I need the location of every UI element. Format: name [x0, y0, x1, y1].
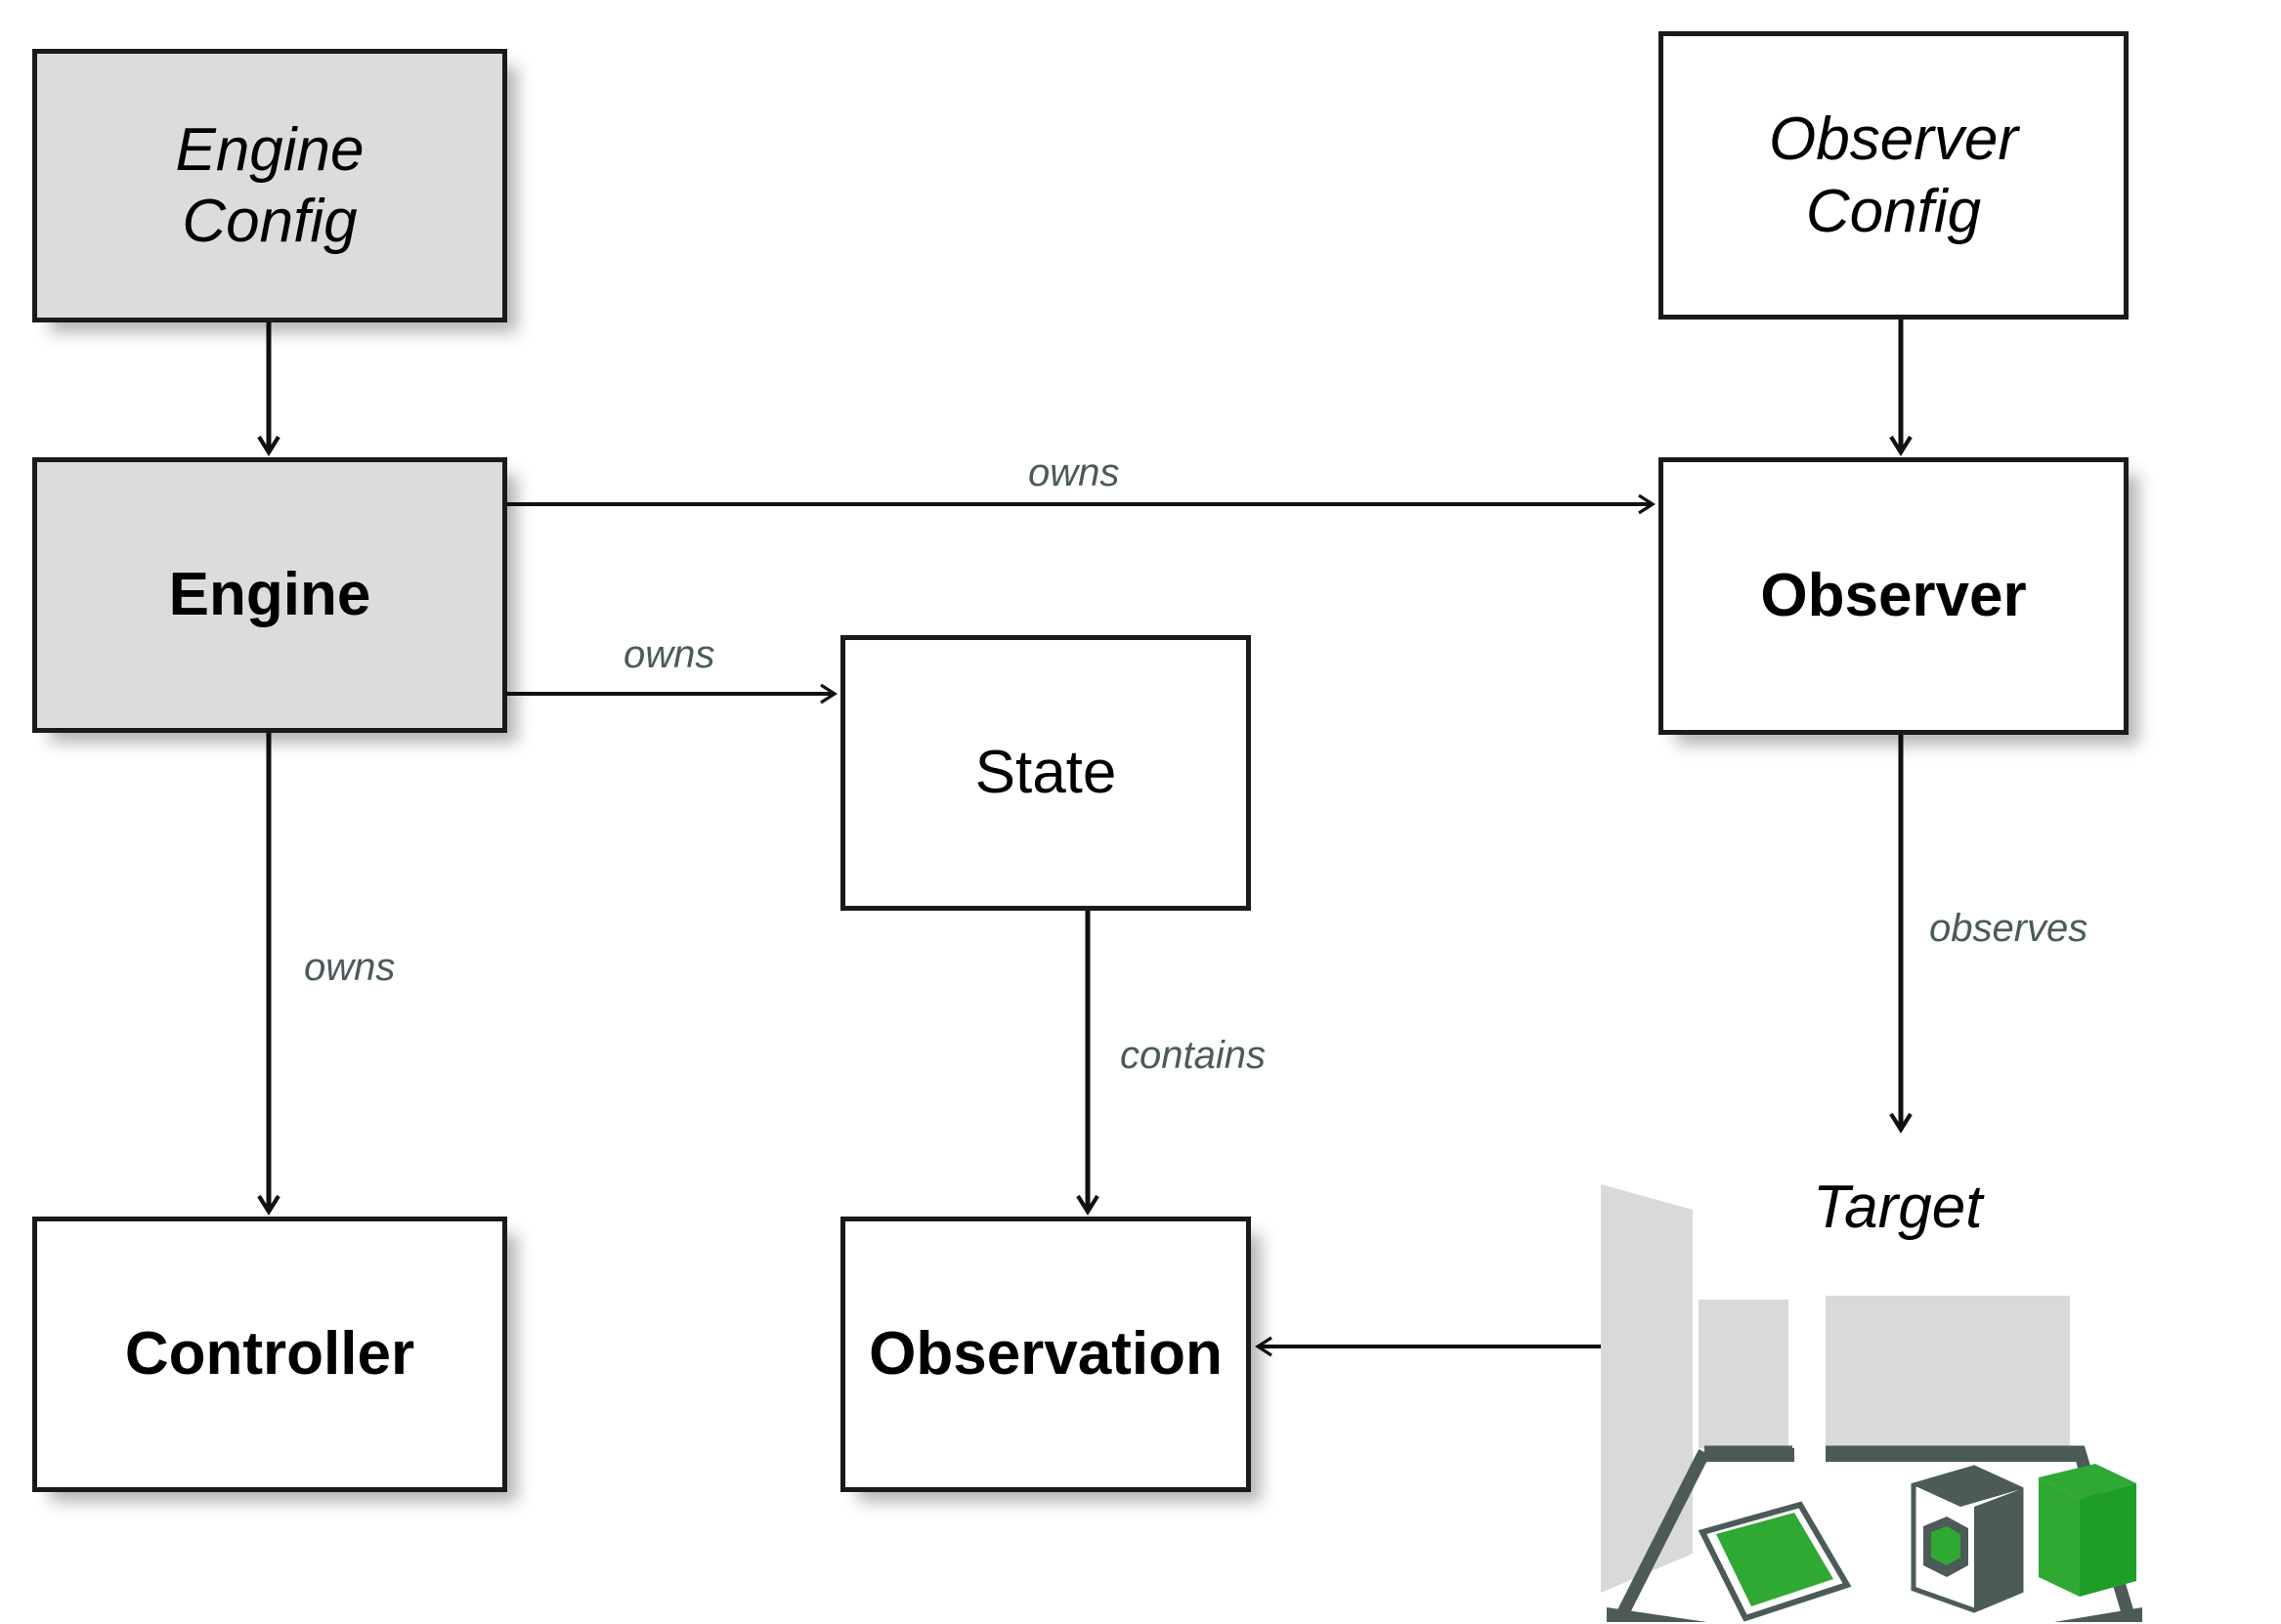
target-floor-bar-left — [1607, 1607, 1720, 1624]
target-green-panel — [1698, 1501, 1852, 1622]
node-engine-label: Engine — [168, 561, 371, 629]
node-observer-label: Observer — [1760, 562, 2027, 630]
target-wall-back-small — [1699, 1300, 1788, 1448]
target-gray-box — [1911, 1465, 2024, 1613]
node-state-label: State — [974, 739, 1117, 807]
target-wall-back-wide — [1826, 1296, 2070, 1452]
target-caption: Target — [1813, 1174, 1983, 1241]
node-engine-config[interactable]: Engine Config — [32, 49, 507, 322]
node-observation[interactable]: Observation — [840, 1217, 1251, 1492]
node-engine-config-label: Engine Config — [175, 115, 365, 255]
edge-label-engine-to-controller: owns — [298, 946, 402, 990]
target-floor-bar-right — [2043, 1607, 2142, 1624]
target-green-box — [2039, 1464, 2136, 1597]
node-controller[interactable]: Controller — [32, 1217, 507, 1492]
node-controller-label: Controller — [124, 1320, 415, 1389]
target-illustration — [1583, 1163, 2189, 1624]
node-observer-config-label: Observer Config — [1769, 106, 2018, 245]
node-observer-config[interactable]: Observer Config — [1658, 31, 2129, 320]
node-observation-label: Observation — [869, 1320, 1223, 1389]
node-observer[interactable]: Observer — [1658, 457, 2129, 735]
target-wall-left — [1601, 1184, 1693, 1593]
edge-label-engine-to-observer: owns — [1022, 451, 1126, 495]
target-room-icon — [1601, 1184, 2142, 1624]
edge-label-observer-to-target: observes — [1923, 907, 2094, 951]
node-engine[interactable]: Engine — [32, 457, 507, 733]
target-floor-edge-left — [1706, 1448, 1794, 1462]
target-floor-edge-right — [1826, 1448, 2078, 1462]
node-state[interactable]: State — [840, 635, 1251, 911]
edge-label-state-to-observation: contains — [1114, 1034, 1271, 1078]
edge-label-engine-to-state: owns — [618, 633, 721, 677]
